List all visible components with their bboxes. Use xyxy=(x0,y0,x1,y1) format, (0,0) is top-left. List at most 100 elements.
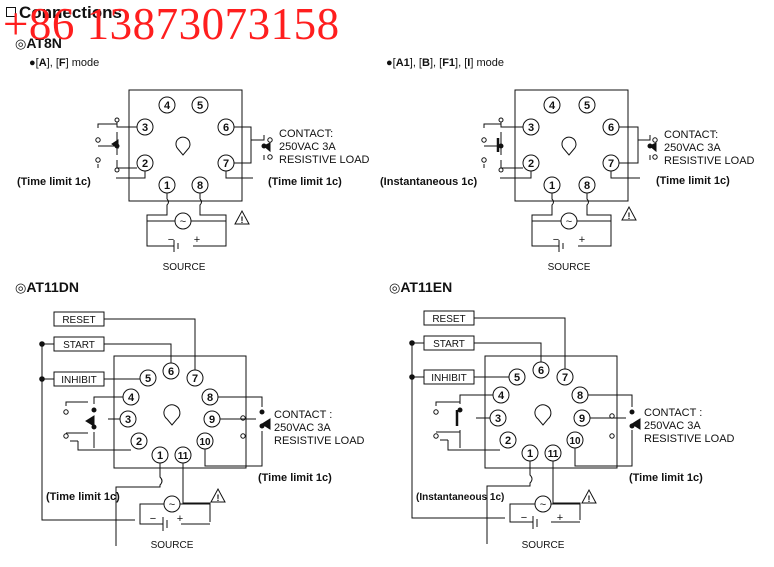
at11dn-diagram xyxy=(39,311,271,546)
ac-symbol: ~ xyxy=(180,216,186,228)
warning-mark: ! xyxy=(588,494,591,504)
reset-label: RESET xyxy=(62,315,95,326)
contact-rating: 250VAC 3A xyxy=(279,141,336,153)
model-title-at11en: ◎AT11EN xyxy=(389,279,453,295)
pin-5: 5 xyxy=(191,96,209,114)
minus-sign: − xyxy=(150,513,156,525)
svg-text:3: 3 xyxy=(142,122,148,134)
contact-label: CONTACT : xyxy=(644,407,702,419)
pin-number: 3 xyxy=(125,414,131,426)
svg-text:1: 1 xyxy=(164,180,170,192)
pin-number: 10 xyxy=(199,437,211,448)
inhibit-label: INHIBIT xyxy=(61,375,97,386)
pin-7: 7 xyxy=(602,154,620,172)
pin-1: 1 xyxy=(158,176,176,194)
at8n-left-diagram: 4 5 3 6 2 7 1 8 xyxy=(95,89,273,252)
plus-sign: + xyxy=(177,513,183,525)
pin-2: 2 xyxy=(136,154,154,172)
svg-text:6: 6 xyxy=(223,122,229,134)
warning-icon xyxy=(210,487,226,503)
contact-load: RESISTIVE LOAD xyxy=(274,435,365,447)
pin-2: 2 xyxy=(522,154,540,172)
instantaneous-label: (Instantaneous 1c) xyxy=(380,176,478,188)
pin-number: 11 xyxy=(548,449,559,460)
warning-mark: ! xyxy=(628,211,631,221)
plus-sign: + xyxy=(557,512,563,524)
socket-key-icon xyxy=(534,404,552,426)
ac-symbol: ~ xyxy=(540,499,546,511)
pin-number: 8 xyxy=(207,392,213,404)
pin-6: 6 xyxy=(217,118,235,136)
pin-3: 3 xyxy=(136,118,154,136)
pin-8: 8 xyxy=(191,176,209,194)
reset-label: RESET xyxy=(432,314,465,325)
socket-key-icon xyxy=(175,136,191,156)
ac-symbol: ~ xyxy=(169,499,175,511)
mode-label-right: ●[A1], [B], [F1], [I] mode xyxy=(386,57,504,69)
warning-icon xyxy=(234,209,250,225)
warning-icon xyxy=(621,205,637,221)
pin-4: 4 xyxy=(158,96,176,114)
phone-number-watermark: +86 13873073158 xyxy=(3,0,340,49)
svg-text:7: 7 xyxy=(608,158,614,170)
pin-number: 7 xyxy=(192,373,198,385)
contact-load: RESISTIVE LOAD xyxy=(279,154,370,166)
model-title-at8n: ◎AT8N xyxy=(15,35,62,51)
pin-number: 9 xyxy=(209,414,215,426)
instantaneous-label: (Instantaneous 1c) xyxy=(416,492,504,503)
source-label: SOURCE xyxy=(163,262,206,273)
start-label: START xyxy=(63,340,95,351)
pin-2 xyxy=(499,431,517,449)
svg-text:3: 3 xyxy=(528,122,534,134)
warning-mark: ! xyxy=(241,215,244,225)
time-limit-label: (Time limit 1c) xyxy=(268,176,342,188)
svg-text:5: 5 xyxy=(197,100,203,112)
contact-label: CONTACT: xyxy=(279,128,333,140)
svg-text:5: 5 xyxy=(584,100,590,112)
svg-text:1: 1 xyxy=(549,180,555,192)
pin-number: 5 xyxy=(145,373,151,385)
time-limit-label: (Time limit 1c) xyxy=(46,491,120,503)
at11en-diagram xyxy=(409,310,641,544)
pin-4: 4 xyxy=(543,96,561,114)
time-limit-label: (Time limit 1c) xyxy=(629,472,703,484)
socket-key-icon xyxy=(561,136,577,156)
time-limit-label: (Time limit 1c) xyxy=(17,176,91,188)
double-circle-icon: ◎ xyxy=(389,280,401,295)
pin-1: 1 xyxy=(543,176,561,194)
contact-rating: 250VAC 3A xyxy=(644,420,701,432)
source-label: SOURCE xyxy=(522,540,565,551)
contact-rating: 250VAC 3A xyxy=(274,422,331,434)
minus-sign: − xyxy=(168,234,174,246)
svg-text:4: 4 xyxy=(549,100,556,112)
pin-number: 4 xyxy=(128,392,135,404)
pin-2 xyxy=(130,432,148,450)
double-circle-icon: ◎ xyxy=(15,36,27,51)
pin-number: 6 xyxy=(538,365,544,377)
pin-number: 3 xyxy=(495,413,501,425)
svg-text:8: 8 xyxy=(197,180,203,192)
plus-sign: + xyxy=(194,234,200,246)
svg-text:2: 2 xyxy=(528,158,534,170)
model-title-at11dn: ◎AT11DN xyxy=(15,279,79,295)
at8n-right-diagram: 4 5 3 6 2 7 1 8 xyxy=(481,89,658,252)
svg-text:7: 7 xyxy=(223,158,229,170)
ac-symbol: ~ xyxy=(566,216,572,228)
contact-load: RESISTIVE LOAD xyxy=(644,433,735,445)
svg-text:6: 6 xyxy=(608,122,614,134)
minus-sign: − xyxy=(553,234,559,246)
warning-icon xyxy=(581,488,597,504)
pin-number: 8 xyxy=(577,390,583,402)
pin-number: 2 xyxy=(505,435,511,447)
square-bullet-icon xyxy=(6,7,16,17)
mode-label-left: ●[A], [F] mode xyxy=(29,57,100,69)
svg-text:2: 2 xyxy=(142,158,148,170)
pin-6: 6 xyxy=(602,118,620,136)
time-limit-label: (Time limit 1c) xyxy=(656,175,730,187)
pin-5: 5 xyxy=(578,96,596,114)
pin-number: 2 xyxy=(136,436,142,448)
contact-label: CONTACT : xyxy=(274,409,332,421)
minus-sign: − xyxy=(521,512,527,524)
